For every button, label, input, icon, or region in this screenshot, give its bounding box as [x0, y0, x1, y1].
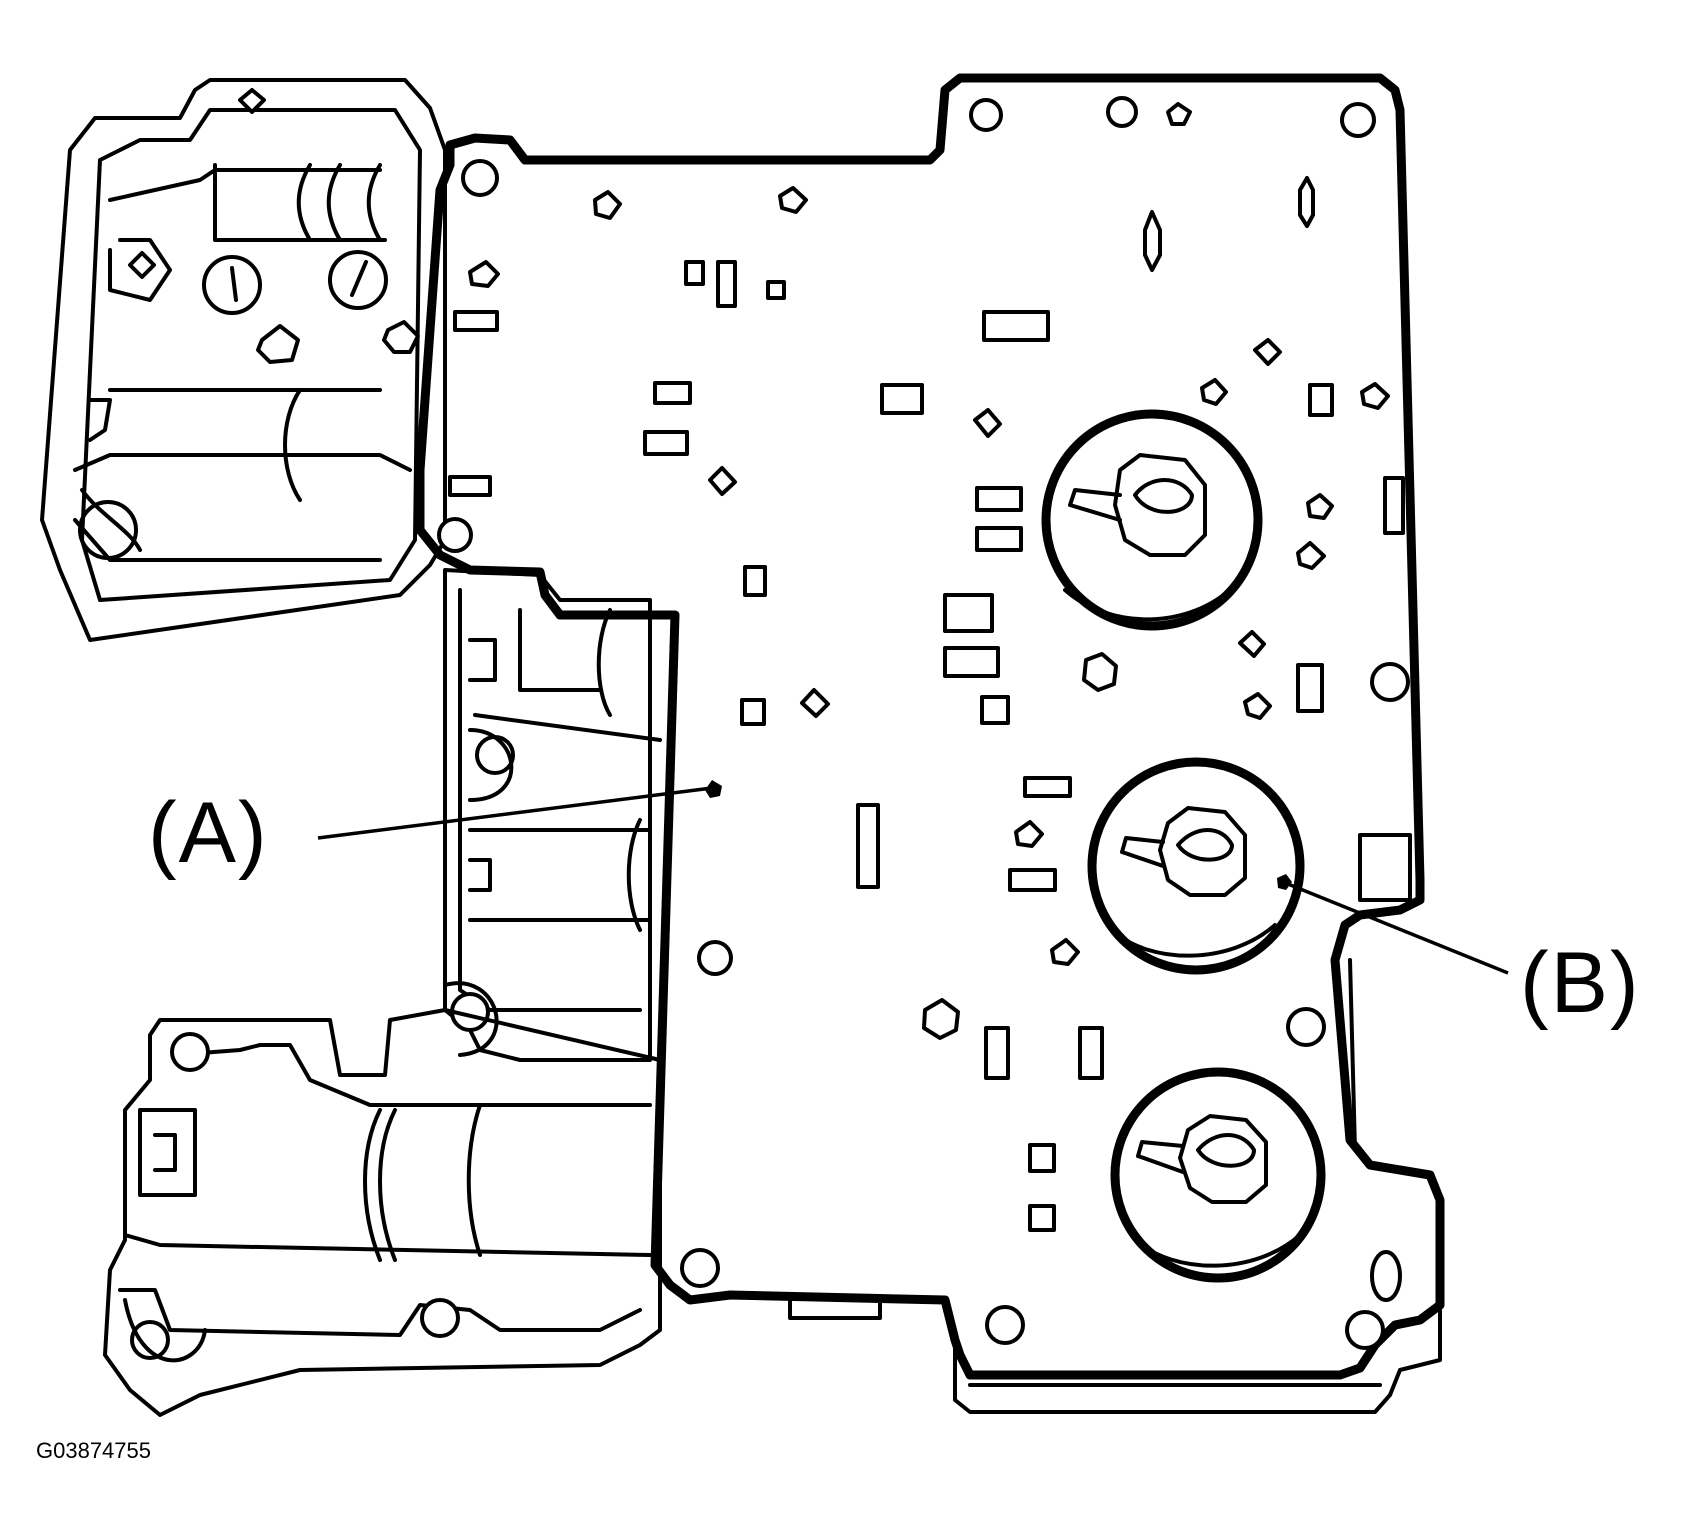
leader-a	[317, 780, 722, 840]
plate-ports	[437, 96, 1410, 1350]
base-plate-edges	[788, 833, 1442, 1414]
callout-a-label: (A)	[148, 785, 269, 881]
accumulator-lower	[1110, 1067, 1326, 1283]
accumulator-upper	[1041, 409, 1263, 631]
figure-id: G03874755	[36, 1438, 151, 1463]
lower-left-housing	[103, 1008, 662, 1417]
upper-left-housing	[40, 78, 447, 642]
separator-plate	[415, 73, 1445, 1380]
callout-b-label: (B)	[1520, 935, 1641, 1031]
leader-b	[1277, 874, 1509, 975]
accumulator-middle	[1087, 757, 1305, 975]
middle-housing	[443, 568, 662, 1062]
